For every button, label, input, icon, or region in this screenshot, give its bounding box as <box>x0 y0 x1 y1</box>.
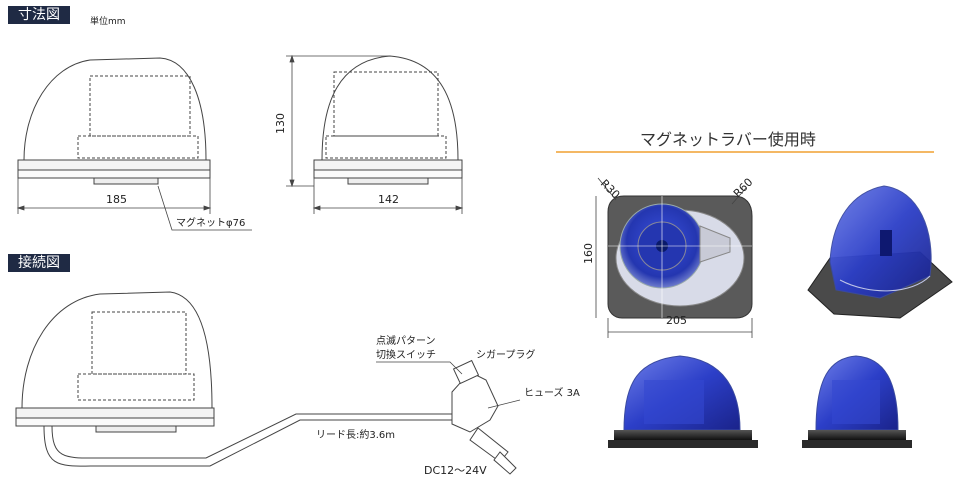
cigar-plug-drawing <box>451 359 517 475</box>
cord-label: リード長:約3.6m <box>316 428 395 441</box>
rubber-top-view <box>607 195 753 319</box>
rubber-dimensions <box>595 177 753 338</box>
dimensions-section-tag: 寸法図 <box>8 6 70 24</box>
rubber-height-label: 160 <box>582 243 595 264</box>
rubber-width-label: 205 <box>666 314 687 327</box>
front-height-label: 130 <box>274 113 287 134</box>
plug-label: シガープラグ <box>476 348 535 361</box>
rubber-3d-view <box>807 185 953 319</box>
connection-section-tag: 接続図 <box>8 254 70 272</box>
connection-leaders <box>376 361 521 409</box>
voltage-label: DC12～24V <box>424 464 487 477</box>
switch-label-line2: 切換スイッチ <box>376 349 436 361</box>
switch-label-line1: 点滅パターン <box>376 335 436 347</box>
fuse-label: ヒューズ 3A <box>524 386 580 399</box>
rubber-side-view-narrow <box>802 355 912 448</box>
front-height-dimension <box>286 54 390 188</box>
front-width-dimension <box>312 178 464 214</box>
magnet-label: マグネットφ76 <box>176 216 245 229</box>
side-width-dimension <box>16 178 212 214</box>
rubber-side-view-wide <box>608 355 758 448</box>
side-width-label: 185 <box>106 193 127 206</box>
magnet-leader-line <box>157 185 252 231</box>
unit-label: 単位mm <box>90 17 126 27</box>
rubber-section-title: マグネットラバー使用時 <box>640 130 816 149</box>
connection-lamp-drawing <box>15 291 215 433</box>
front-view-drawing <box>313 55 463 185</box>
lead-cord <box>43 413 452 467</box>
side-view-drawing <box>17 57 211 185</box>
front-width-label: 142 <box>378 193 399 206</box>
